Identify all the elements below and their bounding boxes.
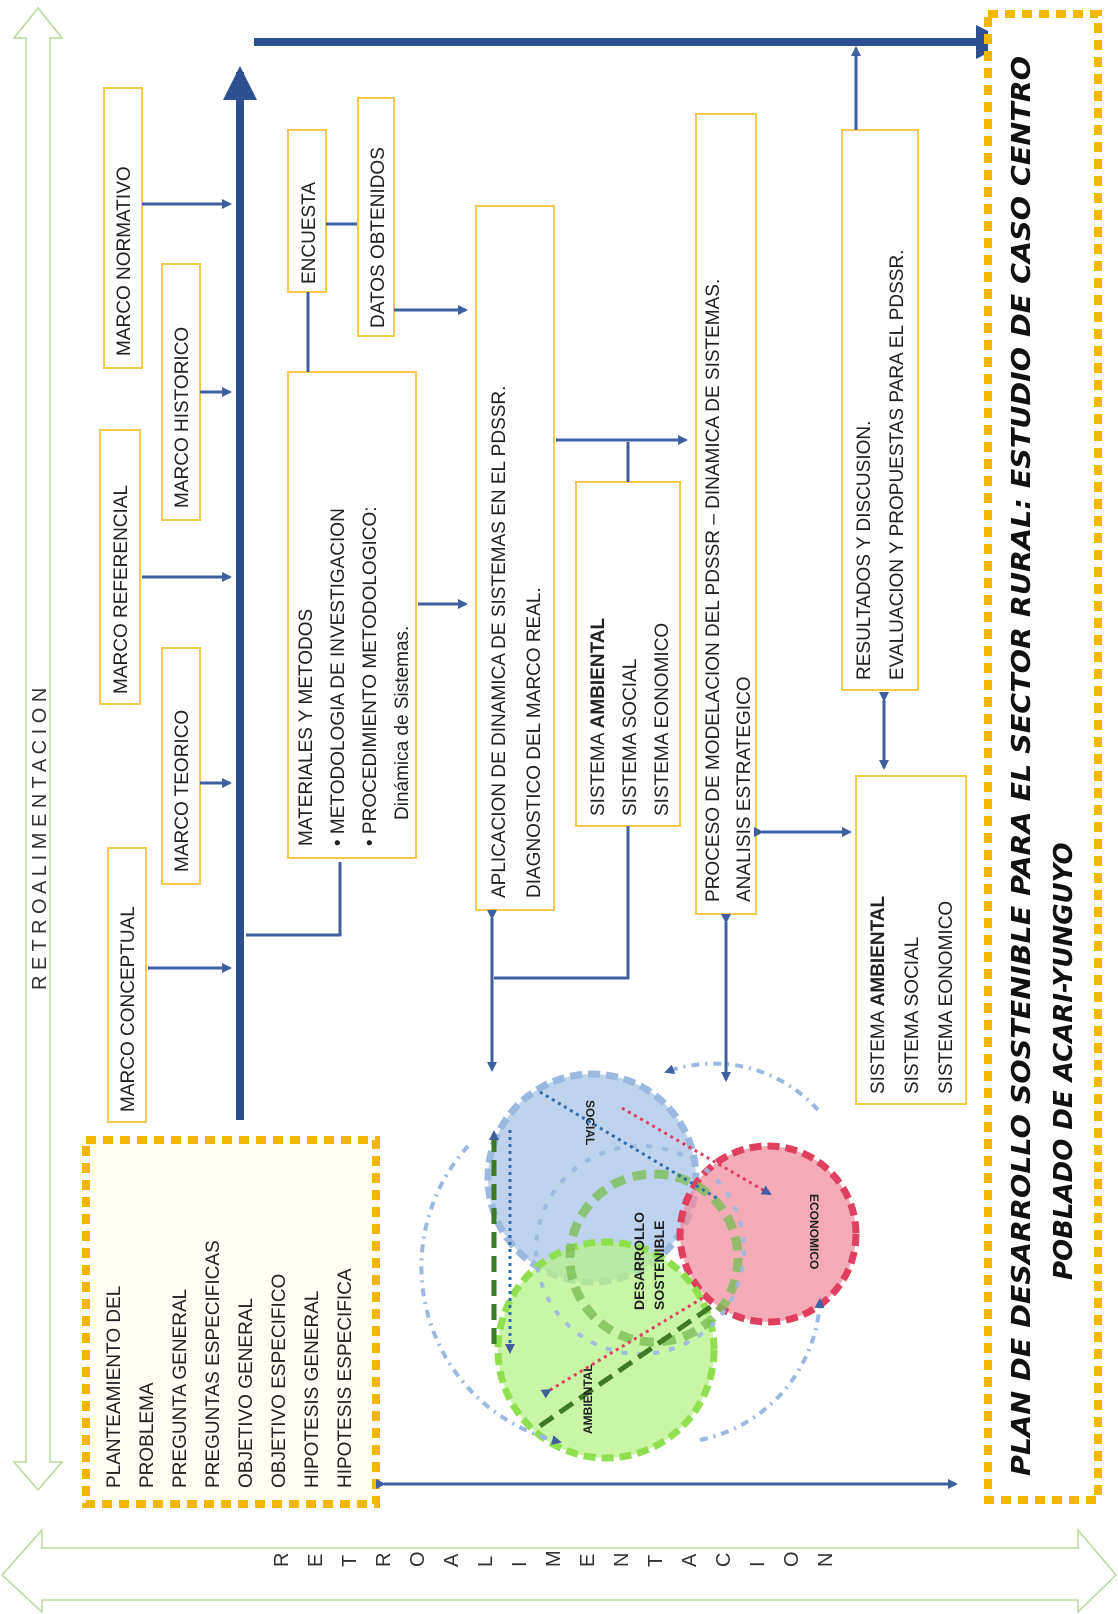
retro-bottom-letter: R (373, 1553, 395, 1567)
marco-normativo-box: MARCO NORMATIVO (103, 87, 143, 369)
venn-social-label: SOCIAL (583, 1100, 597, 1145)
planteamiento-line: HIPOTESIS ESPECIFICA (335, 1268, 356, 1488)
datos-obtenidos-label: DATOS OBTENIDOS (368, 147, 389, 328)
retro-bottom-letter: E (577, 1554, 599, 1567)
planteamiento-line: PROBLEMA (137, 1382, 158, 1488)
marco-normativo-label: MARCO NORMATIVO (114, 166, 135, 356)
sistema-social-label: SISTEMA SOCIAL (620, 659, 641, 816)
retro-bottom-letter: O (407, 1551, 429, 1567)
retro-bottom-letter: A (441, 1553, 463, 1567)
retro-bottom-letter: L (475, 1556, 497, 1567)
retro-bottom-letter: E (305, 1554, 327, 1567)
planteamiento-line: PREGUNTA GENERAL (170, 1289, 191, 1488)
retro-bottom-letter: M (543, 1550, 565, 1567)
marco-conceptual-label: MARCO CONCEPTUAL (118, 906, 139, 1112)
planteamiento-line: OBJETIVO GENERAL (236, 1298, 257, 1488)
sistema-box-1: SISTEMA AMBIENTAL SISTEMA SOCIAL SISTEMA… (575, 481, 681, 827)
materiales-line: • PROCEDIMIENTO METODOLOGICO: (360, 506, 381, 846)
venn-economico-circle (676, 1142, 860, 1326)
aplicacion-line: DIAGNOSTICO DEL MARCO REAL. (524, 587, 545, 898)
venn-economico-label: ECONOMICO (807, 1194, 821, 1269)
aplicacion-line: APLICACION DE DINAMICA DE SISTEMAS EN EL… (489, 386, 510, 898)
marco-conceptual-box: MARCO CONCEPTUAL (107, 847, 147, 1123)
aplicacion-box: APLICACION DE DINAMICA DE SISTEMAS EN EL… (475, 205, 555, 911)
marco-teorico-label: MARCO TEORICO (172, 710, 193, 872)
retro-bottom-letter: I (509, 1561, 531, 1567)
encuesta-label: ENCUESTA (299, 182, 320, 284)
planteamiento-line: OBJETIVO ESPECIFICO (269, 1274, 290, 1488)
feedback-arrow-left (12, 6, 64, 1492)
sistema-economico-label: SISTEMA EONOMICO (936, 901, 957, 1094)
planteamiento-line: PLANTEAMIENTO DEL (104, 1286, 125, 1488)
feedback-arrow-bottom (0, 1527, 1118, 1614)
datos-obtenidos-box: DATOS OBTENIDOS (357, 97, 395, 337)
venn-ambiental-label: AMBIENTAL (581, 1364, 595, 1434)
venn-diagram: SOCIAL ECONOMICO AMBIENTAL DESARROLLO SO… (419, 1061, 860, 1462)
retroalimentacion-top-label: R E T R O A L I M E N T A C I O N (29, 688, 51, 990)
marco-referencial-box: MARCO REFERENCIAL (99, 429, 141, 705)
retro-bottom-letter: N (815, 1553, 837, 1567)
resultados-line: EVALUACION Y PROPUESTAS PARA EL PDSSR. (887, 250, 908, 680)
sistema-box-2: SISTEMA AMBIENTAL SISTEMA SOCIAL SISTEMA… (855, 775, 967, 1105)
venn-center-label: SOSTENIBLE (651, 1221, 667, 1310)
resultados-line: RESULTADOS Y DISCUSION. (854, 421, 875, 680)
marco-historico-box: MARCO HISTORICO (161, 263, 201, 521)
retro-bottom-letter: N (611, 1553, 633, 1567)
sistema-ambiental-label: SISTEMA AMBIENTAL (868, 896, 889, 1095)
sistema-economico-label: SISTEMA EONOMICO (652, 623, 673, 816)
resultados-box: RESULTADOS Y DISCUSION. EVALUACION Y PRO… (841, 129, 919, 691)
retro-bottom-letter: T (339, 1555, 361, 1567)
materiales-metodos-box: MATERIALES Y METODOS • METODOLOGIA DE IN… (287, 371, 417, 859)
proceso-box: PROCESO DE MODELACION DEL PDSSR – DINAMI… (695, 113, 757, 915)
planteamiento-box: PLANTEAMIENTO DEL PROBLEMA PREGUNTA GENE… (82, 1136, 380, 1508)
retro-bottom-letter: I (747, 1561, 769, 1567)
retro-bottom-letter: C (713, 1553, 735, 1567)
proceso-line: PROCESO DE MODELACION DEL PDSSR – DINAMI… (703, 279, 724, 902)
materiales-line: • METODOLOGIA DE INVESTIGACION (328, 508, 349, 846)
materiales-line: Dinámica de Sistemas. (392, 626, 413, 820)
marco-teorico-box: MARCO TEORICO (161, 647, 201, 885)
marco-historico-label: MARCO HISTORICO (172, 327, 193, 508)
planteamiento-line: PREGUNTAS ESPECIFICAS (203, 1240, 224, 1488)
retro-bottom-letter: T (645, 1555, 667, 1567)
title-box: PLAN DE DESARROLLO SOSTENIBLE PARA EL SE… (984, 10, 1102, 1504)
page-title: PLAN DE DESARROLLO SOSTENIBLE PARA EL SE… (1007, 56, 1037, 1476)
encuesta-box: ENCUESTA (287, 129, 327, 293)
retro-bottom-letter: A (679, 1553, 701, 1567)
page-title: POBLADO DE ACARI-YUNGUYO (1049, 842, 1079, 1280)
retro-bottom-letter: O (781, 1551, 803, 1567)
marco-referencial-label: MARCO REFERENCIAL (111, 485, 132, 694)
materiales-line: MATERIALES Y METODOS (296, 609, 317, 846)
retro-bottom-letter: R (271, 1553, 293, 1567)
planteamiento-line: HIPOTESIS GENERAL (302, 1291, 323, 1488)
sistema-ambiental-label: SISTEMA AMBIENTAL (588, 618, 609, 817)
venn-center-label: DESARROLLO (631, 1212, 647, 1310)
sistema-social-label: SISTEMA SOCIAL (902, 937, 923, 1094)
proceso-line: ANALISIS ESTRATEGICO (734, 676, 755, 902)
